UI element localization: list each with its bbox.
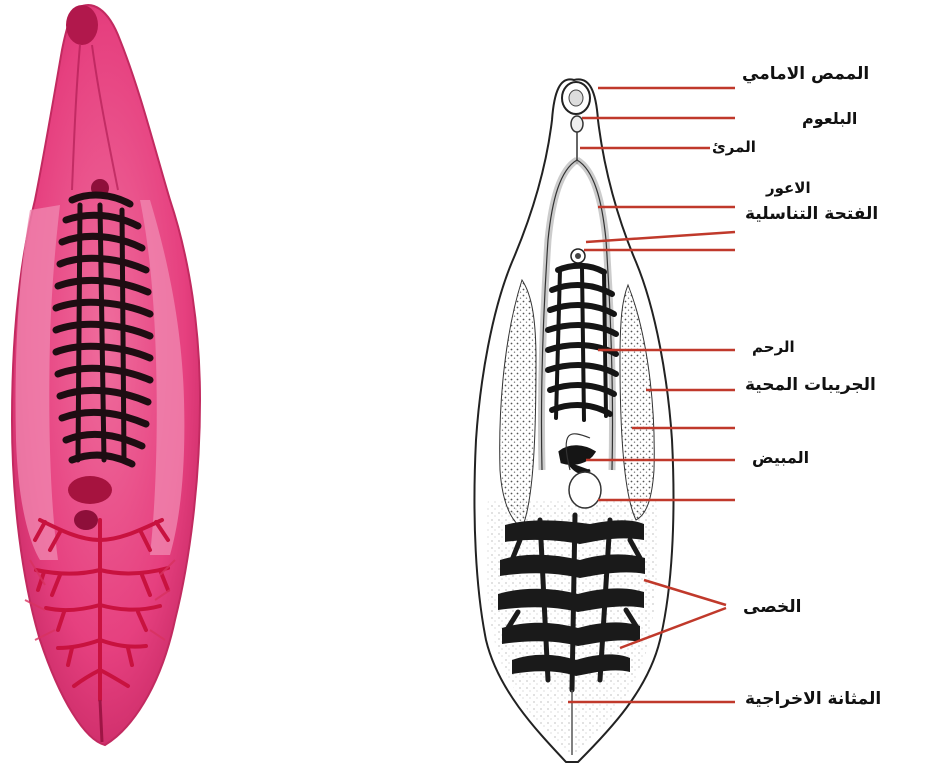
label-excretory-bladder: المثانة الاخراجية	[745, 691, 881, 708]
specimen-oral-sucker	[66, 5, 98, 45]
label-esophagus: المرئ	[712, 140, 756, 155]
fluke-line-drawing	[474, 79, 673, 762]
drawing-uterus	[548, 266, 616, 420]
label-oral-sucker: الممص الامامي	[742, 66, 869, 83]
label-caeca: الاعور	[766, 181, 811, 196]
label-vitellaria: الجريبات المحية	[745, 377, 876, 394]
label-genital-pore: الفتحة التناسلية	[745, 206, 878, 223]
label-ovary: المبيض	[752, 450, 809, 466]
label-pharynx: البلعوم	[802, 111, 857, 127]
label-uterus: الرحم	[752, 340, 795, 355]
stained-specimen-photo	[12, 5, 200, 745]
label-testes: الخصى	[743, 599, 801, 616]
